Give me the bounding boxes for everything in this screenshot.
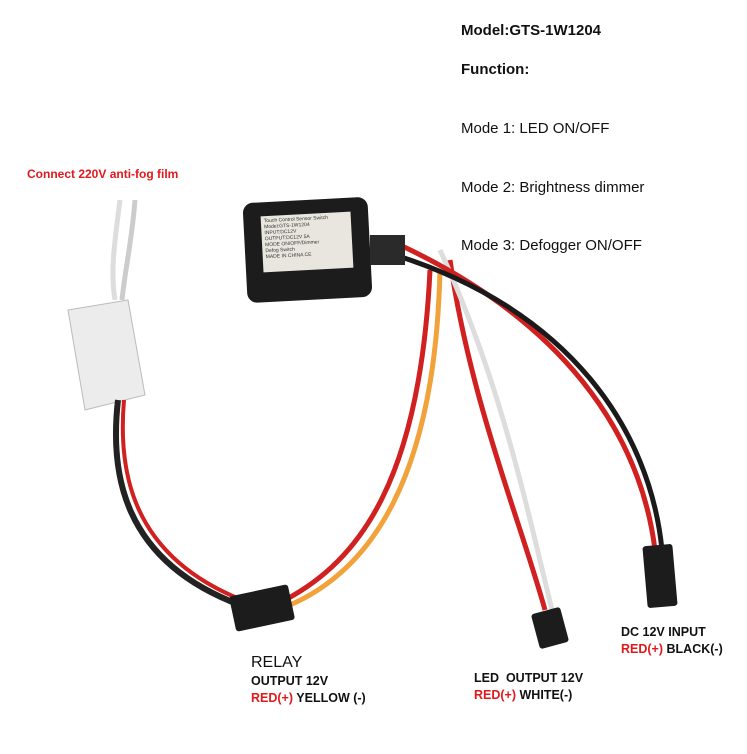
dc-input: DC 12V INPUT (621, 625, 706, 639)
white-wire (110, 199, 123, 301)
led-polarity: RED(+) WHITE(-) (474, 688, 572, 702)
white-wire (119, 199, 138, 301)
device-label: Touch Control Sensor Switch Model:GTS-1W… (260, 211, 354, 273)
relay-polarity: RED(+) YELLOW (-) (251, 691, 366, 705)
relay-negative: YELLOW (-) (293, 691, 366, 705)
relay-positive: RED(+) (251, 691, 294, 705)
model-title: Model:GTS-1W1204 (461, 22, 602, 39)
mode-item: Mode 2: Brightness dimmer (461, 178, 645, 196)
antifog-label: Connect 220V anti-fog film (27, 167, 179, 181)
dc-connector (642, 544, 678, 608)
led-output: LED OUTPUT 12V (474, 671, 584, 685)
relay-title: RELAY (251, 654, 303, 671)
mode-item: Mode 3: Defogger ON/OFF (461, 237, 642, 254)
mode-item: Mode 1: LED ON/OFF (461, 120, 610, 137)
led-connector (531, 607, 569, 649)
dc-polarity: RED(+) BLACK(-) (621, 642, 723, 656)
dc-negative: BLACK(-) (663, 642, 723, 656)
dc-positive: RED(+) (621, 642, 664, 656)
relay-module (67, 299, 146, 411)
led-positive: RED(+) (474, 688, 517, 702)
led-negative: WHITE(-) (516, 688, 573, 702)
relay-connector (229, 584, 295, 632)
modes-list: Mode 1: LED ON/OFF Mode 2: Brightness di… (461, 80, 644, 275)
relay-output: OUTPUT 12V (251, 674, 329, 688)
function-title: Function: (461, 61, 530, 78)
